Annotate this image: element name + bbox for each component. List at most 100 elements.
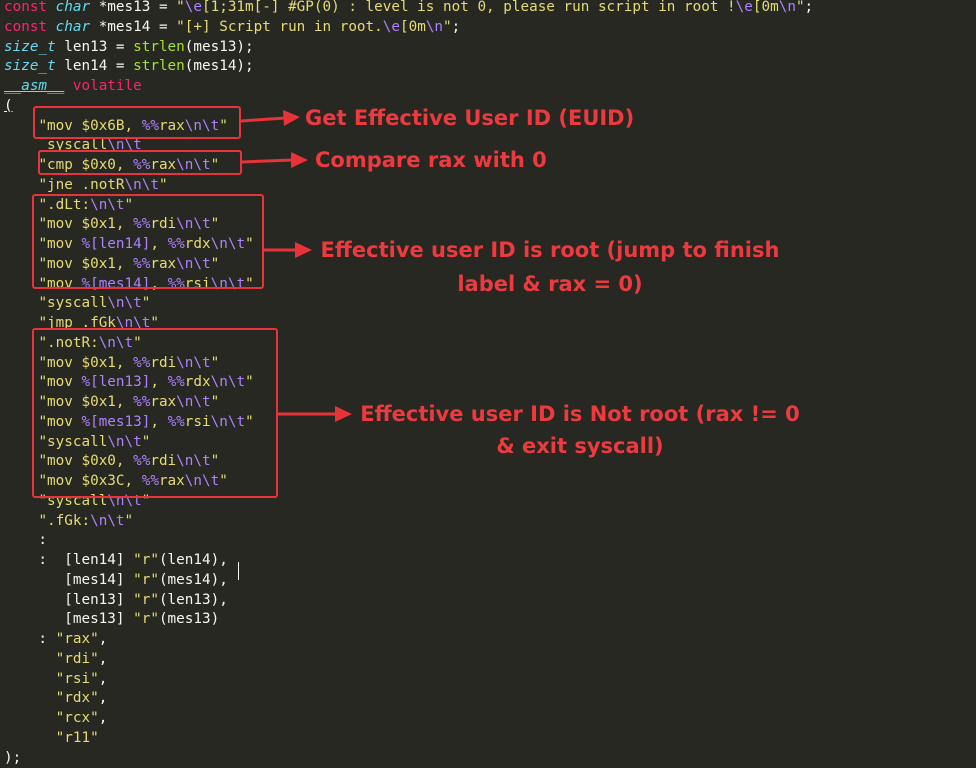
code-token: \e xyxy=(735,0,753,15)
code-line: ( xyxy=(4,96,13,116)
code-token: " xyxy=(210,255,220,272)
code-token: " xyxy=(245,275,254,292)
annotation-compare: Compare rax with 0 xyxy=(315,148,547,172)
code-token: len13 = xyxy=(55,38,134,55)
code-token: %% xyxy=(133,157,151,173)
code-token: \n\t xyxy=(115,315,151,331)
code-token: [0m xyxy=(399,18,426,35)
code-line: [mes14] "r"(mes14), xyxy=(4,570,228,590)
code-line: "syscall\n\t" xyxy=(4,293,150,313)
code-token: rdi xyxy=(150,354,177,371)
code-token: rsi xyxy=(184,413,211,430)
code-token: const xyxy=(4,18,48,35)
code-token: "r" xyxy=(133,552,159,568)
code-token: , xyxy=(98,631,108,647)
code-token: char xyxy=(55,0,91,15)
code-token: \n\t xyxy=(184,117,220,134)
code-line: "mov $0x1, %%rax\n\t" xyxy=(4,392,219,412)
code-token: %% xyxy=(133,354,151,371)
code-line: "r11" xyxy=(4,728,99,748)
code-token: %% xyxy=(141,473,159,489)
code-token: \n\t xyxy=(90,196,125,213)
code-token: " xyxy=(141,492,151,509)
code-line: "mov $0x1, %%rdi\n\t" xyxy=(4,214,219,234)
code-token: %% xyxy=(167,413,185,430)
code-token: %% xyxy=(133,394,151,410)
code-token: , xyxy=(98,670,108,687)
code-token: [1;31m[-] #GP(0) : level is not 0, pleas… xyxy=(202,0,736,15)
code-token xyxy=(47,19,56,35)
code-token: "cmp $0x0, xyxy=(38,157,134,173)
code-token: "mov xyxy=(38,374,82,391)
code-token: rax xyxy=(150,157,177,173)
code-token: \n xyxy=(425,18,444,35)
code-token: %% xyxy=(167,374,185,391)
code-token: \e xyxy=(184,0,202,15)
code-token: \n\t xyxy=(107,137,142,154)
code-line: : xyxy=(4,530,47,550)
code-token: \n\t xyxy=(210,236,246,252)
code-token: "mov $0x6B, xyxy=(38,117,142,134)
code-line: : "rax", xyxy=(4,629,107,649)
code-token: len14 = xyxy=(55,58,134,75)
code-token: ".dLt: xyxy=(38,196,91,213)
code-line: syscall\n\t xyxy=(4,135,142,155)
code-token: , xyxy=(98,650,108,667)
code-token: : xyxy=(4,532,48,549)
code-token: (mes13) xyxy=(158,611,220,628)
code-token: rdi xyxy=(150,453,177,470)
code-token: "jne .notR xyxy=(38,176,125,193)
code-token: size_t xyxy=(4,58,56,75)
code-token: "syscall xyxy=(38,295,108,312)
code-token xyxy=(47,0,56,15)
code-token: " xyxy=(150,315,159,331)
code-token: volatile xyxy=(72,78,142,94)
code-token: "mov $0x1, xyxy=(38,255,134,272)
code-token: " xyxy=(245,236,254,252)
code-token: , xyxy=(150,275,168,292)
code-token: " xyxy=(795,0,805,15)
code-token: "mov $0x1, xyxy=(38,354,134,371)
highlight-box-root-branch xyxy=(32,194,264,289)
code-token: " xyxy=(443,18,452,35)
code-token: " xyxy=(219,473,228,489)
code-token xyxy=(4,671,56,687)
code-line: "mov $0x3C, %%rax\n\t" xyxy=(4,471,228,491)
code-token: "mov xyxy=(38,413,82,430)
code-token: \n\t xyxy=(210,374,246,391)
code-token: " xyxy=(141,295,151,312)
code-token: \n\t xyxy=(176,216,211,233)
code-token: (mes13); xyxy=(184,38,254,55)
code-token: ); xyxy=(4,749,22,766)
code-line: ".dLt:\n\t" xyxy=(4,195,133,215)
code-line: "cmp $0x0, %%rax\n\t" xyxy=(4,155,219,175)
code-token: "r11" xyxy=(55,729,99,746)
code-token xyxy=(4,730,56,746)
code-line: : [len14] "r"(len14), xyxy=(4,550,227,570)
code-token: "mov xyxy=(38,236,82,252)
code-token: "rdx" xyxy=(55,690,99,707)
code-token xyxy=(4,513,38,529)
code-token: " xyxy=(133,334,142,351)
code-token: rax xyxy=(150,255,177,272)
code-token: \n\t xyxy=(176,394,211,410)
code-token: ".fGk: xyxy=(38,512,91,529)
code-line: "mov %[len14], %%rdx\n\t" xyxy=(4,234,254,254)
code-token: "mov $0x3C, xyxy=(38,473,142,489)
code-token: [len13] xyxy=(4,591,134,608)
code-token: , xyxy=(98,710,108,726)
code-token: , xyxy=(98,690,108,707)
code-line: "mov $0x6B, %%rax\n\t" xyxy=(4,116,227,136)
code-line: ".notR:\n\t" xyxy=(4,333,142,353)
code-token: strlen xyxy=(133,58,185,75)
code-token: rdx xyxy=(184,374,211,391)
code-token: \n\t xyxy=(107,433,142,450)
code-token: \n\t xyxy=(210,413,246,430)
code-token: rax xyxy=(150,394,177,410)
code-token xyxy=(4,295,38,311)
code-token: \n\t xyxy=(176,453,211,470)
code-line: ); xyxy=(4,748,21,768)
annotation-euid: Get Effective User ID (EUID) xyxy=(305,106,635,130)
code-token: "rsi" xyxy=(55,670,99,687)
